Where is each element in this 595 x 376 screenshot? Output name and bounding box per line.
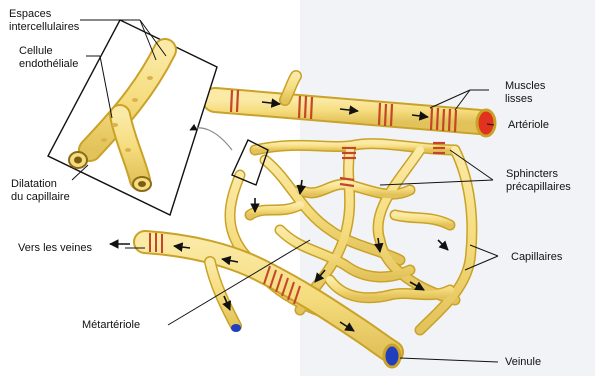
label-dilatation-line1: Dilatation bbox=[11, 178, 70, 191]
label-cellule-endotheliale: Cellule endothéliale bbox=[19, 45, 78, 71]
label-muscles-line1: Muscles bbox=[505, 80, 545, 93]
label-veinule: Veinule bbox=[505, 356, 541, 369]
label-sphincters-line1: Sphincters bbox=[506, 168, 571, 181]
arteriole-lumen bbox=[477, 110, 495, 136]
label-arteriole: Artériole bbox=[508, 119, 549, 132]
label-muscles-line2: lisses bbox=[505, 93, 545, 106]
label-cellule-line1: Cellule bbox=[19, 45, 78, 58]
label-capillaires: Capillaires bbox=[511, 251, 562, 264]
label-espaces-line1: Espaces bbox=[9, 8, 79, 21]
label-sphincters-line2: précapillaires bbox=[506, 181, 571, 194]
label-metarteriole: Métartériole bbox=[82, 319, 140, 332]
venule-lumen bbox=[384, 345, 400, 367]
label-vers-les-veines: Vers les veines bbox=[18, 242, 92, 255]
label-dilatation-line2: du capillaire bbox=[11, 191, 70, 204]
label-espaces-intercellulaires: Espaces intercellulaires bbox=[9, 8, 79, 34]
label-espaces-line2: intercellulaires bbox=[9, 21, 79, 34]
small-vein-lumen bbox=[231, 324, 241, 332]
label-dilatation-capillaire: Dilatation du capillaire bbox=[11, 178, 70, 204]
label-muscles-lisses: Muscles lisses bbox=[505, 80, 545, 106]
label-sphincters-precapillaires: Sphincters précapillaires bbox=[506, 168, 571, 194]
label-cellule-line2: endothéliale bbox=[19, 58, 78, 71]
